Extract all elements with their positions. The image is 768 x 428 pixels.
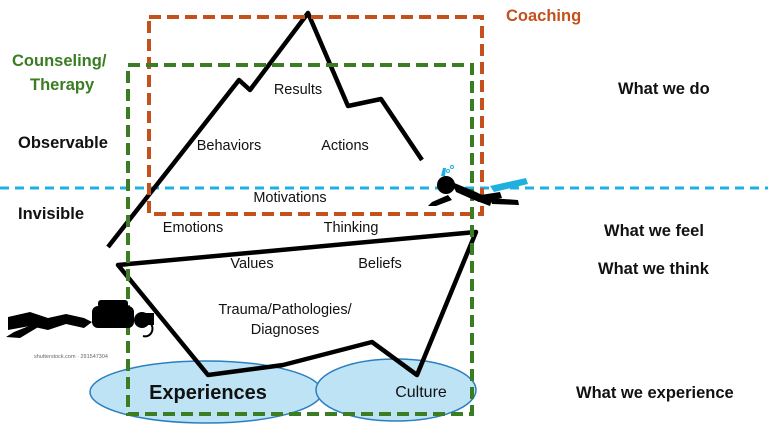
therapy-label-line1: Counseling/ — [12, 52, 107, 70]
trauma-label-line2: Diagnoses — [250, 322, 320, 338]
what-we-think-label: What we think — [598, 260, 709, 278]
beliefs-label: Beliefs — [358, 256, 402, 272]
therapy-frame — [126, 63, 474, 416]
invisible-label: Invisible — [18, 205, 85, 223]
experiences-label: Experiences — [149, 382, 267, 404]
coaching-label: Coaching — [506, 7, 582, 25]
what-we-feel-label: What we feel — [604, 222, 704, 240]
iceberg-outline — [106, 10, 479, 378]
observable-label: Observable — [18, 134, 108, 152]
values-label: Values — [230, 256, 274, 272]
diver-icon — [6, 300, 154, 338]
behaviors-label: Behaviors — [196, 138, 262, 154]
results-label: Results — [273, 82, 323, 98]
emotions-label: Emotions — [162, 220, 224, 236]
what-we-do-label: What we do — [618, 80, 710, 98]
coaching-frame — [147, 15, 484, 216]
motivations-label: Motivations — [253, 190, 327, 206]
actions-label: Actions — [321, 138, 369, 154]
stock-watermark: shutterstock.com · 291547304 — [34, 354, 108, 360]
trauma-label-line1: Trauma/Pathologies/ — [218, 302, 352, 318]
culture-label: Culture — [395, 384, 447, 401]
therapy-label-line2: Therapy — [30, 76, 95, 94]
swimmer-icon — [428, 165, 528, 206]
thinking-label: Thinking — [323, 220, 379, 236]
what-we-experience-label: What we experience — [576, 384, 734, 402]
